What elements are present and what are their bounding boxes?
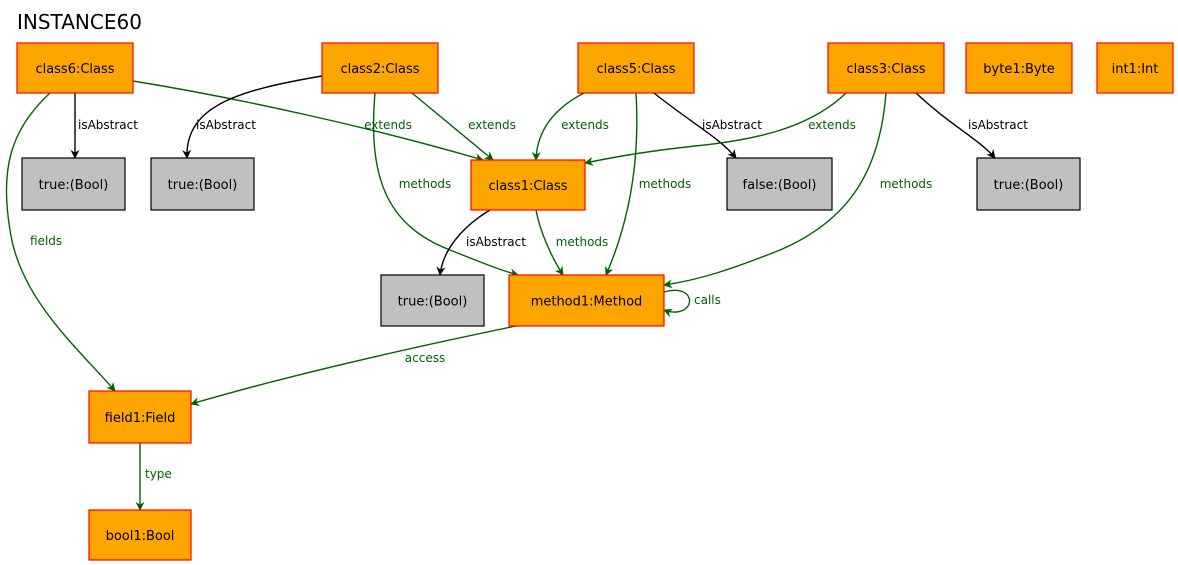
node-box: [21, 157, 126, 211]
edge-label: extends: [468, 118, 516, 132]
edge-line: [436, 209, 491, 276]
node-label: true:(Bool): [39, 178, 109, 193]
node-method1[interactable]: method1:Method: [508, 274, 665, 327]
edge-label: methods: [556, 235, 609, 249]
edge-line: [372, 92, 519, 278]
node-label: class5:Class: [596, 62, 675, 77]
diagram-title: INSTANCE60: [17, 10, 142, 34]
edge-line: [190, 325, 517, 407]
node-label: byte1:Byte: [983, 62, 1054, 77]
node-true_b[interactable]: true:(Bool): [150, 157, 255, 211]
edge-line: [663, 289, 691, 318]
node-box: [827, 42, 945, 94]
edge-label: extends: [808, 118, 856, 132]
node-box: [976, 157, 1081, 211]
node-box: [380, 274, 485, 327]
edge-label: fields: [30, 234, 62, 248]
edge-line: [411, 92, 494, 161]
node-label: class6:Class: [35, 62, 114, 77]
edge-label: extends: [561, 118, 609, 132]
node-field1[interactable]: field1:Field: [88, 390, 192, 444]
edge-line: [584, 92, 847, 166]
node-box: [577, 42, 695, 94]
edge-label: isAbstract: [702, 118, 762, 132]
edge-class5-methods-method1: methods: [605, 92, 692, 276]
edge-line: [663, 92, 887, 289]
edge-label: isAbstract: [78, 118, 138, 132]
node-byte1[interactable]: byte1:Byte: [965, 42, 1073, 94]
node-box: [88, 390, 192, 444]
node-box: [321, 42, 439, 94]
node-true_c[interactable]: true:(Bool): [380, 274, 485, 327]
node-box: [965, 42, 1073, 94]
edge-label: type: [145, 467, 172, 481]
node-label: true:(Bool): [398, 295, 468, 310]
edge-line: [605, 92, 638, 276]
node-true_a[interactable]: true:(Bool): [21, 157, 126, 211]
node-class1[interactable]: class1:Class: [470, 159, 586, 211]
node-label: bool1:Bool: [106, 529, 175, 544]
node-label: method1:Method: [531, 295, 643, 310]
edge-label: isAbstract: [196, 118, 256, 132]
edge-class6-extends-class1: extends: [132, 80, 484, 163]
node-label: field1:Field: [105, 411, 176, 426]
edge-label: isAbstract: [466, 235, 526, 249]
edge-class6-isAbstract-true_a: isAbstract: [70, 93, 138, 159]
edge-class1-methods-method1: methods: [535, 209, 609, 276]
node-box: [88, 509, 192, 561]
edge-label: isAbstract: [968, 118, 1028, 132]
edge-method1-calls-method1: calls: [663, 289, 721, 318]
edge-class2-methods-method1: methods: [372, 92, 519, 278]
node-label: false:(Bool): [743, 178, 817, 193]
edge-class2-extends-class1: extends: [411, 92, 516, 161]
node-box: [470, 159, 586, 211]
edge-class5-extends-class1: extends: [531, 92, 609, 161]
node-box: [508, 274, 665, 327]
node-box: [726, 157, 833, 211]
node-box: [1096, 42, 1174, 94]
edge-class3-isAbstract-true_d: isAbstract: [915, 92, 1028, 159]
edge-line: [182, 75, 323, 159]
edge-line: [5, 92, 116, 392]
edge-label: methods: [639, 177, 692, 191]
edge-line: [531, 92, 585, 161]
node-bool1[interactable]: bool1:Bool: [88, 509, 192, 561]
edge-class3-methods-method1: methods: [663, 92, 933, 289]
edge-class2-isAbstract-true_b: isAbstract: [182, 75, 323, 159]
edge-label: methods: [880, 177, 933, 191]
edge-line: [132, 80, 484, 163]
node-label: true:(Bool): [168, 178, 238, 193]
edge-line: [915, 92, 996, 159]
node-box: [150, 157, 255, 211]
edge-class5-isAbstract-false_a: isAbstract: [653, 92, 762, 159]
node-class5[interactable]: class5:Class: [577, 42, 695, 94]
edge-method1-access-field1: access: [190, 325, 517, 407]
node-false_a[interactable]: false:(Bool): [726, 157, 833, 211]
edge-field1-type-bool1: type: [135, 443, 172, 511]
node-label: int1:Int: [1112, 62, 1159, 77]
node-label: class3:Class: [846, 62, 925, 77]
node-class2[interactable]: class2:Class: [321, 42, 439, 94]
node-label: class1:Class: [488, 179, 567, 194]
node-label: true:(Bool): [994, 178, 1064, 193]
node-class3[interactable]: class3:Class: [827, 42, 945, 94]
edge-class3-extends-class1: extends: [584, 92, 856, 166]
node-int1[interactable]: int1:Int: [1096, 42, 1174, 94]
edge-label: access: [405, 351, 445, 365]
edge-label: methods: [399, 177, 452, 191]
edge-class6-fields-field1: fields: [5, 92, 116, 392]
node-true_d[interactable]: true:(Bool): [976, 157, 1081, 211]
edge-line: [535, 209, 564, 276]
node-class6[interactable]: class6:Class: [16, 42, 134, 94]
edge-line: [653, 92, 737, 159]
edge-label: extends: [364, 118, 412, 132]
edge-label: calls: [694, 293, 721, 307]
node-box: [16, 42, 134, 94]
edge-class1-isAbstract-true_c: isAbstract: [436, 209, 526, 276]
node-label: class2:Class: [340, 62, 419, 77]
